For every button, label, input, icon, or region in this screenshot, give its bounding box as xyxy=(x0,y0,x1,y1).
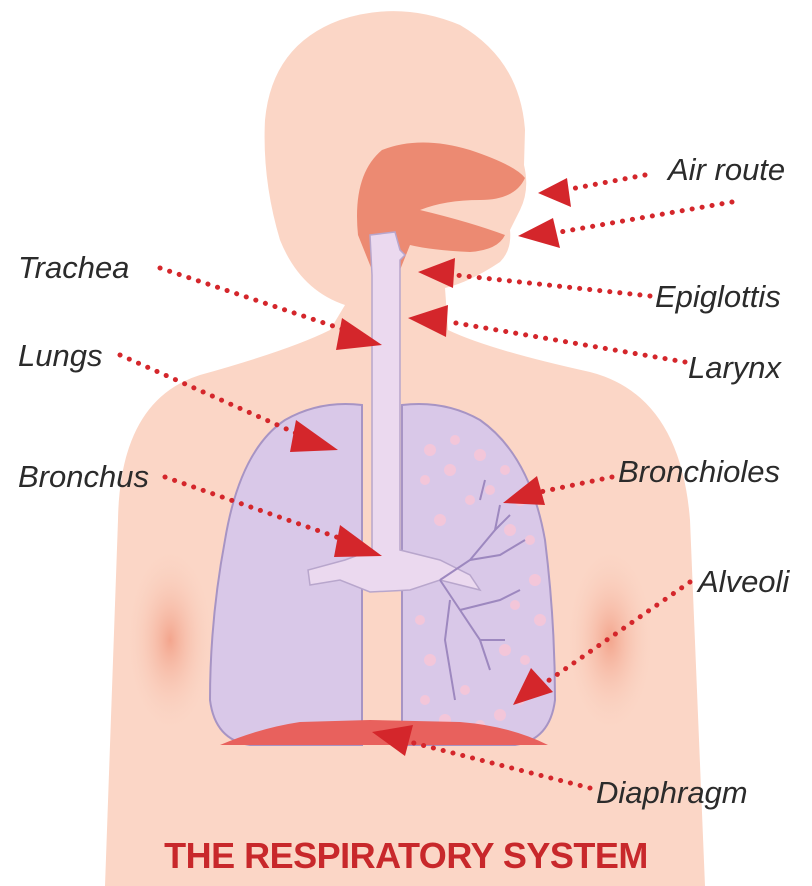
label-diaphragm: Diaphragm xyxy=(596,775,748,810)
label-bronchus: Bronchus xyxy=(18,459,149,494)
air-route-arrow-lower xyxy=(560,202,732,232)
diagram-title: THE RESPIRATORY SYSTEM xyxy=(164,835,648,876)
epiglottis-arrow xyxy=(455,275,650,296)
label-trachea: Trachea xyxy=(18,250,129,285)
label-alveoli: Alveoli xyxy=(696,564,790,599)
label-bronchioles: Bronchioles xyxy=(618,454,780,489)
label-lungs: Lungs xyxy=(18,338,102,373)
label-air-route: Air route xyxy=(666,152,785,187)
label-epiglottis: Epiglottis xyxy=(655,279,781,314)
air-route-arrow-upper xyxy=(565,175,645,190)
label-larynx: Larynx xyxy=(688,350,783,385)
